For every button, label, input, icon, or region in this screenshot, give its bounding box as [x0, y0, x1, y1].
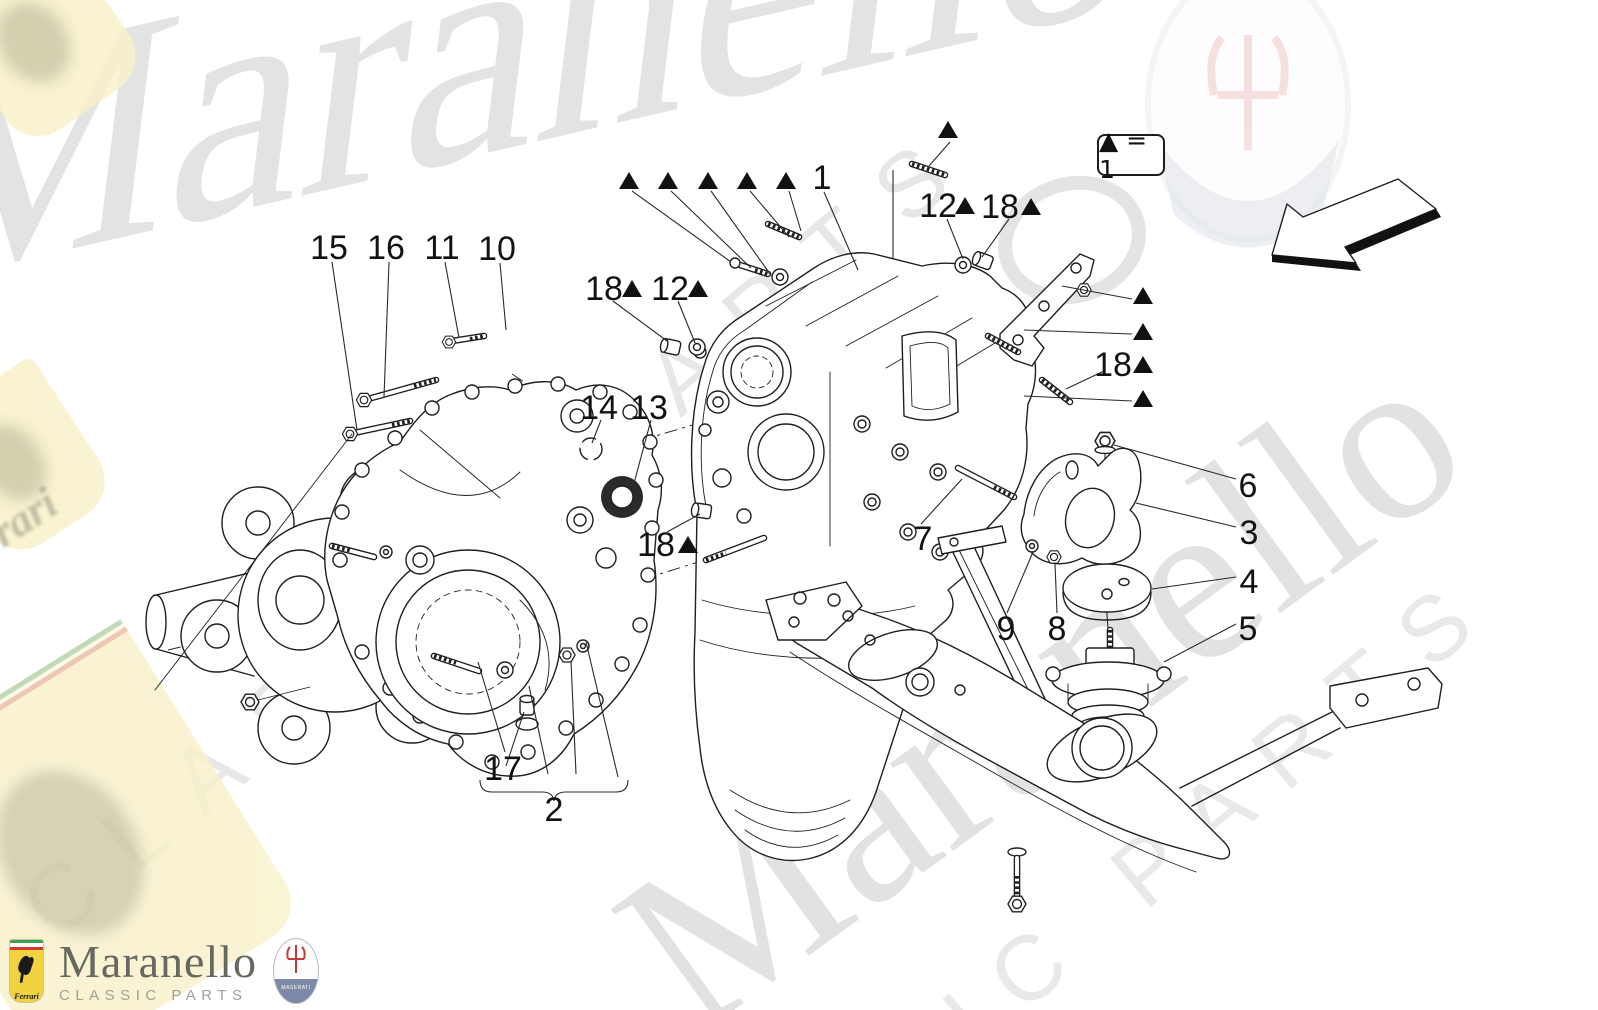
housing-bosses [853, 415, 949, 561]
damper-disc [1062, 563, 1152, 621]
callout-5: 5 [1239, 610, 1258, 648]
gearbox-housing [690, 252, 1037, 862]
italian-stripes [10, 940, 43, 950]
legend-text: ▲ = 1 [1099, 126, 1148, 184]
callout-18-center: 18 [637, 526, 675, 564]
maserati-band: MASERATI [274, 979, 319, 1003]
legend-box: ▲ = 1 [1097, 126, 1165, 184]
maserati-trident-icon [286, 945, 306, 973]
callout-15: 15 [310, 229, 348, 267]
gearbox-side-cover [324, 376, 664, 777]
leader-lines [331, 141, 1237, 802]
callout-2: 2 [545, 791, 564, 829]
maserati-badge-logo: MASERATI [273, 938, 320, 1004]
small-hardware [379, 249, 1062, 731]
callout-6: 6 [1239, 467, 1258, 505]
chassis-crossmember [765, 581, 1443, 913]
callout-18-left: 18 [585, 270, 623, 308]
callout-3: 3 [1240, 514, 1259, 552]
callout-4: 4 [1240, 563, 1259, 601]
callout-18-top: 18 [981, 188, 1019, 226]
maserati-wordmark: MASERATI [281, 985, 311, 991]
triangle-markers [619, 121, 1153, 553]
callout-9: 9 [997, 610, 1016, 648]
logo-subtitle: CLASSIC PARTS [59, 986, 248, 1004]
group-brace [479, 779, 629, 802]
ferrari-shield-logo: Ferrari [10, 940, 43, 1002]
direction-arrow [1271, 178, 1441, 271]
callout-1: 1 [813, 159, 832, 197]
callout-12-top: 12 [919, 187, 957, 225]
callout-17: 17 [484, 750, 522, 788]
callout-18-right: 18 [1094, 346, 1132, 384]
callout-7: 7 [914, 520, 933, 558]
site-logo: Ferrari Maranello CLASSIC PARTS MASERATI [10, 935, 320, 1004]
callout-16: 16 [367, 229, 405, 267]
selector-rail-bracket [999, 253, 1095, 367]
callout-14: 14 [580, 389, 618, 427]
logo-title: Maranello [59, 935, 258, 987]
callout-10: 10 [478, 230, 516, 268]
callout-labels: 15 16 11 10 1 12 18 18 12 14 13 18 18 6 … [310, 159, 1258, 829]
callout-8: 8 [1048, 610, 1067, 648]
callout-13: 13 [630, 389, 668, 427]
callout-11: 11 [424, 229, 459, 267]
callout-12-left: 12 [651, 270, 689, 308]
ferrari-wordmark: Ferrari [10, 991, 43, 1002]
prancing-horse-icon [18, 955, 34, 983]
